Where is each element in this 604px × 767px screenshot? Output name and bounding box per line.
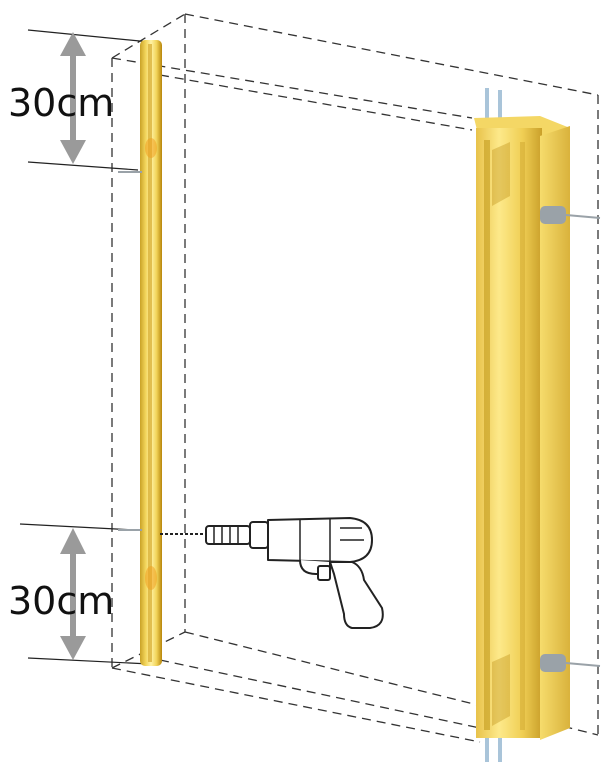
right-wood-post (474, 88, 601, 762)
dimension-lines (19, 29, 151, 665)
bottom-dimension-label: 30cm (8, 579, 114, 623)
double-headed-arrow-icon (60, 32, 86, 164)
left-wood-slat (118, 40, 162, 666)
power-drill-icon (160, 517, 384, 629)
double-headed-arrow-icon (60, 528, 86, 660)
top-dimension-label: 30cm (8, 81, 114, 125)
